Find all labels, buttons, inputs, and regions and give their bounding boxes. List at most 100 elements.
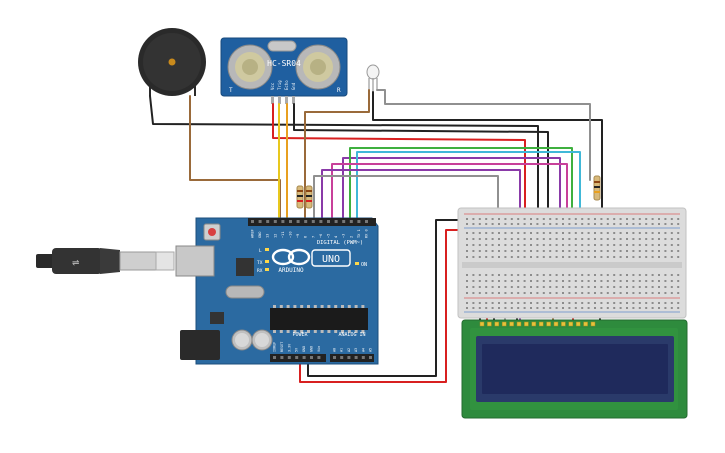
- breadboard-hole: [677, 232, 680, 234]
- breadboard-hole: [555, 244, 558, 246]
- breadboard-hole: [638, 244, 641, 246]
- breadboard-hole: [619, 274, 622, 276]
- analog-pin-label: A0: [333, 348, 337, 352]
- breadboard-hole: [651, 238, 654, 240]
- breadboard-hole: [613, 286, 616, 288]
- chip-leg: [307, 305, 310, 308]
- breadboard-hole: [632, 256, 635, 258]
- breadboard-hole: [574, 238, 577, 240]
- breadboard-hole: [658, 223, 660, 225]
- breadboard-hole: [638, 223, 641, 225]
- lcd-pin: [568, 321, 574, 327]
- breadboard-hole: [587, 238, 590, 240]
- chip-leg: [273, 305, 276, 308]
- breadboard-hole: [606, 244, 609, 246]
- breadboard-hole: [536, 307, 539, 309]
- breadboard-hole: [491, 292, 494, 294]
- breadboard-hole: [619, 292, 622, 294]
- breadboard-hole: [600, 244, 603, 246]
- breadboard-hole: [517, 244, 520, 246]
- breadboard-hole: [587, 232, 590, 234]
- breadboard-hole: [472, 238, 475, 240]
- breadboard-hole: [523, 286, 526, 288]
- analog-header-hole: [340, 356, 344, 359]
- breadboard-hole: [555, 250, 558, 252]
- breadboard-hole: [536, 280, 539, 282]
- breadboard-hole: [549, 250, 552, 252]
- sensor-pin-trig: Trig: [277, 80, 282, 90]
- lcd-pin: [575, 321, 581, 327]
- breadboard-hole: [632, 280, 635, 282]
- breadboard-hole: [523, 232, 526, 234]
- breadboard-hole: [510, 280, 513, 282]
- breadboard-hole: [664, 244, 667, 246]
- lcd-pin: [516, 321, 522, 327]
- breadboard-hole: [549, 218, 552, 220]
- power-analog-header: [273, 356, 372, 359]
- breadboard-hole: [606, 250, 609, 252]
- breadboard-hole: [581, 280, 584, 282]
- mcu-chip-legs: [273, 305, 365, 333]
- analog-header-hole: [354, 356, 358, 359]
- power-pin-label: GND: [310, 346, 314, 352]
- breadboard-hole: [587, 307, 590, 309]
- breadboard-hole: [517, 292, 520, 294]
- digital-header: [251, 220, 368, 223]
- breadboard-hole: [485, 307, 488, 309]
- breadboard-hole: [562, 292, 564, 294]
- lcd-pin: [553, 321, 559, 327]
- breadboard-hole: [542, 286, 545, 288]
- breadboard-hole: [498, 238, 500, 240]
- breadboard-hole: [651, 307, 654, 309]
- breadboard-hole: [606, 232, 609, 234]
- breadboard-hole: [606, 280, 609, 282]
- breadboard-hole: [555, 302, 558, 304]
- wire-led-gray: [376, 89, 591, 181]
- sensor-corner-r: R: [337, 87, 341, 94]
- breadboard-hole: [581, 292, 584, 294]
- breadboard-hole: [536, 223, 539, 225]
- breadboard-hole: [619, 280, 622, 282]
- breadboard-hole: [638, 302, 641, 304]
- breadboard-hole: [504, 238, 507, 240]
- breadboard-hole: [645, 250, 648, 252]
- chip-leg: [286, 330, 290, 333]
- breadboard-hole: [523, 244, 526, 246]
- breadboard-hole: [626, 250, 628, 252]
- breadboard-hole: [606, 223, 609, 225]
- breadboard-hole: [658, 307, 660, 309]
- breadboard-hole: [466, 280, 468, 282]
- breadboard-hole: [619, 232, 622, 234]
- lcd-pin: [501, 321, 507, 327]
- breadboard-hole: [581, 223, 584, 225]
- chip-leg: [354, 305, 358, 308]
- breadboard-hole: [645, 286, 648, 288]
- breadboard-hole: [478, 238, 481, 240]
- breadboard-hole: [651, 302, 654, 304]
- breadboard-hole: [498, 292, 500, 294]
- breadboard-hole: [594, 307, 596, 309]
- wire-d-cyan: [356, 151, 581, 219]
- breadboard-hole: [606, 274, 609, 276]
- chip-leg: [286, 305, 290, 308]
- arduino-brand: ARDUINO: [278, 267, 304, 274]
- breadboard-hole: [517, 223, 520, 225]
- wire-power-red: [299, 229, 471, 383]
- breadboard-hole: [664, 218, 667, 220]
- breadboard-hole: [651, 286, 654, 288]
- breadboard-hole: [594, 218, 596, 220]
- breadboard-hole: [510, 256, 513, 258]
- breadboard-hole: [562, 250, 564, 252]
- breadboard-hole: [645, 232, 648, 234]
- chip-leg: [327, 330, 331, 333]
- breadboard-hole: [600, 238, 603, 240]
- breadboard-hole: [664, 238, 667, 240]
- breadboard-hole: [536, 286, 539, 288]
- digital-pin-label: AREF: [251, 229, 255, 238]
- breadboard-hole: [542, 302, 545, 304]
- breadboard-hole: [574, 292, 577, 294]
- breadboard-hole: [600, 274, 603, 276]
- digital-header-hole: [349, 220, 353, 223]
- breadboard-hole: [472, 232, 475, 234]
- sensor-pin-echo: Echo: [284, 80, 289, 90]
